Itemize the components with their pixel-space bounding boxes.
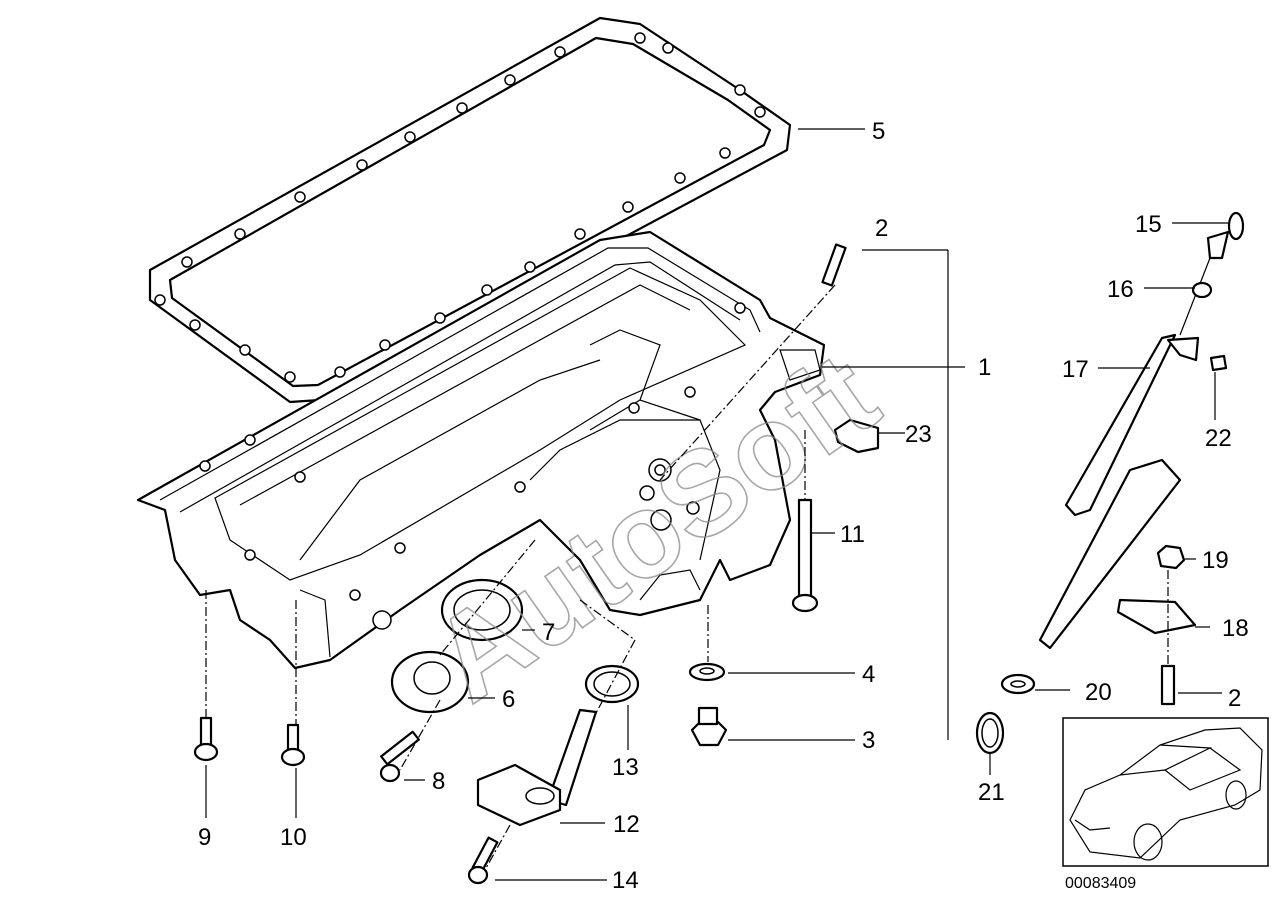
callout-22: 22 (1205, 425, 1232, 452)
cover-6[interactable] (390, 650, 470, 714)
callout-numbers: 1 2 2 3 4 5 6 7 8 9 10 11 12 13 14 15 16… (198, 118, 1249, 894)
vehicle-thumbnail (1062, 717, 1269, 867)
callout-19: 19 (1202, 547, 1229, 574)
leader-lines (205, 128, 1230, 881)
drawing-number: 00083409 (1065, 875, 1136, 892)
callout-3: 3 (862, 727, 875, 754)
oil-level-sensor[interactable] (476, 708, 598, 827)
bolt-9[interactable] (193, 716, 219, 762)
seal-ring-20[interactable] (1000, 673, 1036, 695)
guide-tube[interactable] (1038, 333, 1200, 650)
callout-2: 2 (875, 215, 888, 242)
stud-bolt-top[interactable] (821, 243, 847, 287)
bolt-10[interactable] (280, 723, 306, 767)
drain-plug-washer[interactable] (688, 662, 726, 682)
callout-16: 16 (1107, 276, 1134, 303)
callout-6: 6 (502, 686, 515, 713)
callout-23: 23 (905, 421, 932, 448)
drain-plug[interactable] (690, 706, 728, 747)
callout-13: 13 (612, 754, 639, 781)
o-ring-16[interactable] (1191, 281, 1213, 299)
callout-21: 21 (978, 779, 1005, 806)
cap-22[interactable] (1209, 354, 1228, 372)
callout-1: 1 (978, 354, 991, 381)
callout-8: 8 (432, 768, 445, 795)
callout-11: 11 (840, 521, 865, 548)
seal-ring-21[interactable] (975, 711, 1005, 755)
gasket-7[interactable] (440, 578, 524, 642)
callout-15: 15 (1135, 211, 1162, 238)
dipstick[interactable] (1179, 211, 1245, 336)
holder-bracket[interactable] (1116, 598, 1197, 635)
long-bolt[interactable] (791, 498, 819, 613)
oil-pan[interactable] (136, 230, 826, 670)
callout-5: 5 (872, 118, 885, 145)
clip[interactable] (833, 418, 880, 454)
callout-9: 9 (198, 824, 211, 851)
callout-12: 12 (613, 811, 640, 838)
callout-17: 17 (1062, 356, 1089, 383)
callout-18: 18 (1222, 615, 1249, 642)
bolt-8[interactable] (379, 730, 420, 783)
callout-10: 10 (280, 824, 307, 851)
stud-bolt-2[interactable] (1160, 664, 1176, 706)
callout-2b: 2 (1228, 685, 1241, 712)
seal-ring-13[interactable] (584, 664, 640, 704)
callout-14: 14 (612, 867, 639, 894)
nut-19[interactable] (1156, 544, 1186, 570)
assembly-lines (205, 284, 1169, 871)
bolt-14[interactable] (467, 836, 499, 885)
callout-4: 4 (862, 661, 875, 688)
callout-7: 7 (542, 619, 555, 646)
callout-20: 20 (1085, 679, 1112, 706)
oil-pan-gasket[interactable] (148, 16, 792, 404)
